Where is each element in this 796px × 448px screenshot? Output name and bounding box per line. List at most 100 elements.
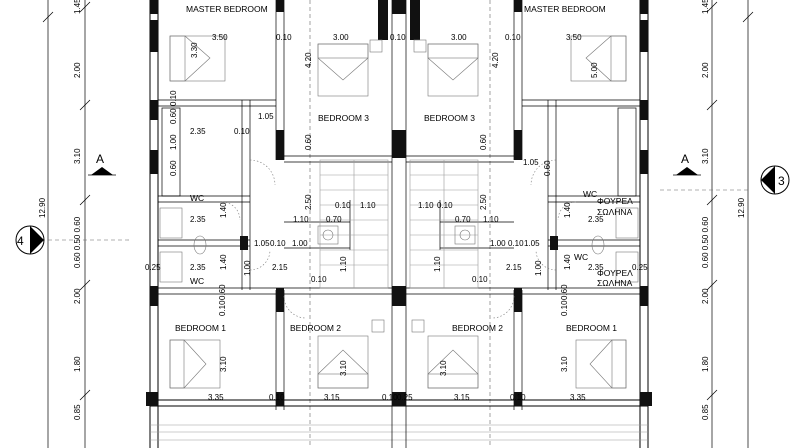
dim-label: 0.10 [335,201,351,210]
dim-label: 2.35 [588,215,604,224]
dim-label: 2.15 [506,263,522,272]
dim-label: 2.35 [190,215,206,224]
dim-label: 0.25 [145,263,161,272]
dim-label: 0.60 [169,160,178,176]
dim-label: 0.10 [276,33,292,42]
room-master-bedroom-right: MASTER BEDROOM [524,4,606,14]
side-dim-label: 0.85 [701,404,710,420]
dim-label: 1.00 [490,239,506,248]
dim-label: 0.10 [218,300,227,316]
dim-label: 1.00 [243,260,252,276]
dim-label: 0.10 [269,393,285,402]
dim-label: 1.05 [524,239,540,248]
grid-number-left: 4 [17,234,24,248]
dim-label: 1.10 [293,215,309,224]
door-swings [221,159,577,319]
room-wc-left-upper: WC [190,193,204,203]
side-dimension-labels: 1.45 2.00 3.10 0.60 0.50 0.60 2.00 1.80 … [38,0,746,420]
furniture [159,35,639,389]
dim-label: 3.50 [566,33,582,42]
boiler-label-upper-line2: ΣΩΛΗΝΑ [597,207,633,217]
dim-label: 0.60 [304,134,313,150]
side-dim-label: 1.45 [73,0,82,14]
dim-label: 0.10 [311,275,327,284]
side-dim-label: 3.10 [701,148,710,164]
side-dim-label: 1.80 [701,356,710,372]
dim-label: 0.10 [505,33,521,42]
outer-walls [149,0,649,448]
room-wc-left-lower: WC [190,276,204,286]
side-dim-label: 1.45 [701,0,710,14]
room-bedroom-1-right: BEDROOM 1 [566,323,617,333]
dim-label: 0.10 [390,33,406,42]
side-dim-label: 2.00 [73,288,82,304]
dim-label: 0.10 [234,127,250,136]
dim-label: 1.05 [254,239,270,248]
interior-walls [150,0,648,448]
grid-axes [48,0,748,448]
side-dimension-lines [42,0,754,448]
side-dim-label: 0.85 [73,404,82,420]
dim-label: 3.10 [219,356,228,372]
side-dim-label: 0.60 0.50 0.60 [73,216,82,268]
boiler-label-lower-line2: ΣΩΛΗΝΑ [597,278,633,288]
dim-label: 0.60 [479,134,488,150]
dim-label: 1.00 [292,239,308,248]
dim-label: 2.35 [588,263,604,272]
room-master-bedroom-left: MASTER BEDROOM [186,4,268,14]
dim-label: 2.50 [304,194,313,210]
structural-columns [146,0,652,406]
side-dim-label: 2.00 [701,62,710,78]
dim-label: 3.35 [570,393,586,402]
dim-label: 1.10 [483,215,499,224]
dim-label: 1.10 [360,201,376,210]
side-dim-label: 1.80 [73,356,82,372]
dim-label: 1.05 [523,158,539,167]
dim-label: 0.10 [437,201,453,210]
dim-label: 3.35 [208,393,224,402]
side-dim-total-right: 12.90 [737,197,746,218]
grid-number-right: 3 [778,174,785,188]
dim-label: 2.35 [190,263,206,272]
side-dim-total-left: 12.90 [38,197,47,218]
vertical-dimension-labels: 3.30 4.20 4.20 5.00 0.10 0.60 1.00 0.60 … [169,42,599,376]
grid-bubble-right: 3 [760,165,790,195]
room-bedroom-2-left: BEDROOM 2 [290,323,341,333]
dim-label: 4.20 [491,52,500,68]
dim-label: 1.10 [339,256,348,272]
dim-label: 0.10 [382,393,398,402]
dim-label: 0.10 [510,393,526,402]
dim-label: 1.40 [563,254,572,270]
room-wc-right-upper: WC [583,189,597,199]
dim-label: 3.30 [190,42,199,58]
dim-label: 0.60 [560,284,569,300]
dim-label: 0.10 [169,90,178,106]
dim-label: 0.60 [218,284,227,300]
section-letter-right: A [681,152,689,166]
side-dim-label: 2.00 [701,288,710,304]
section-letter-left: A [96,152,104,166]
dim-label: 3.10 [339,360,348,376]
side-dim-label: 0.60 0.50 0.60 [701,216,710,268]
dim-label: 2.35 [190,127,206,136]
dim-label: 3.15 [324,393,340,402]
room-bedroom-3-right: BEDROOM 3 [424,113,475,123]
dim-label: 0.10 [472,275,488,284]
dim-label: 0.60 [169,108,178,124]
dim-label: 1.40 [219,202,228,218]
dim-label: 1.10 [433,256,442,272]
dim-label: 3.15 [454,393,470,402]
dim-label: 5.00 [590,62,599,78]
dim-label: 4.20 [304,52,313,68]
dim-label: 0.10 [560,300,569,316]
dim-label: 3.50 [212,33,228,42]
dim-label: 3.10 [560,356,569,372]
room-labels: MASTER BEDROOM MASTER BEDROOM BEDROOM 3 … [175,4,633,333]
staircases [319,159,479,289]
room-bedroom-3-left: BEDROOM 3 [318,113,369,123]
dim-label: 1.40 [219,254,228,270]
dim-label: 0.10 [508,239,524,248]
dim-label: 1.10 [418,201,434,210]
dim-label: 1.00 [534,260,543,276]
